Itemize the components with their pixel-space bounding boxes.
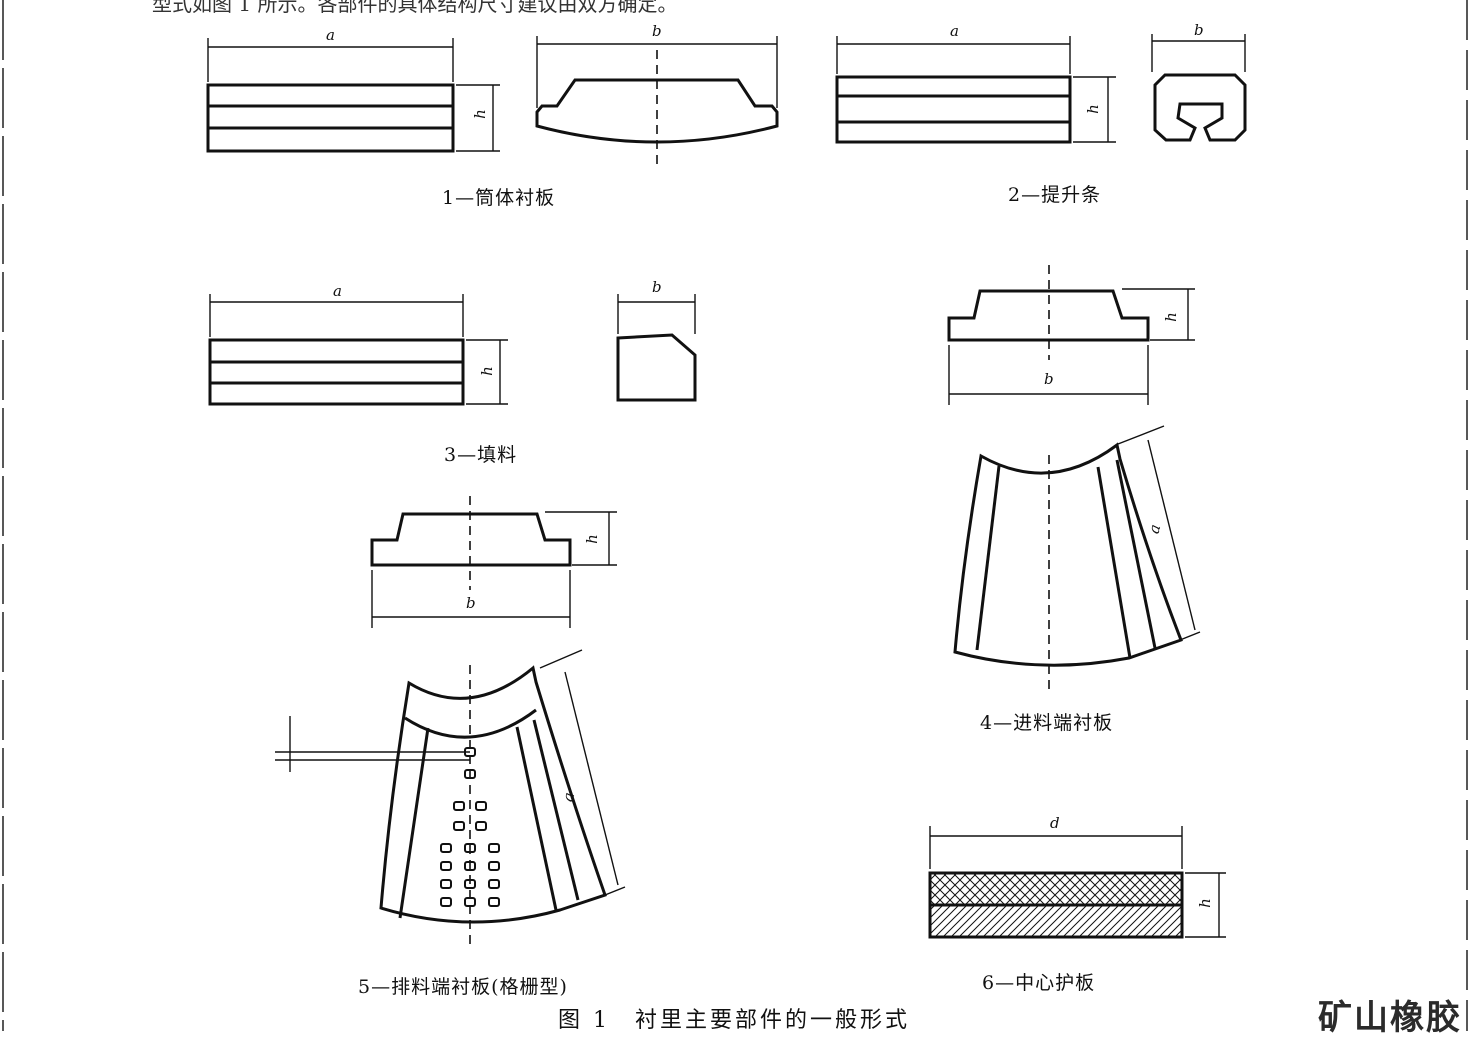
dim-h-part5: h (582, 534, 601, 544)
label-part1: 1—筒体衬板 (442, 187, 556, 209)
grate-slot (475, 821, 487, 831)
grate-slot (440, 879, 452, 889)
figure-caption: 图 1 衬里主要部件的一般形式 (558, 1008, 910, 1033)
label-part2: 2—提升条 (1008, 184, 1102, 206)
grate-slot (464, 897, 476, 907)
center-guard-plate (928, 826, 1226, 939)
feed-end-liner-section (947, 265, 1195, 405)
grate-slot (453, 821, 465, 831)
top-text-fragment: 型式如图 1 所示。各部件的具体结构尺寸建议由双方确定。 (152, 0, 678, 16)
dim-a-part2: a (950, 22, 959, 40)
lifter-bar-side-view (835, 36, 1116, 144)
label-part6: 6—中心护板 (982, 972, 1096, 994)
grate-slot (464, 843, 476, 853)
dim-b-part2: b (1194, 21, 1204, 39)
grate-liner-section (370, 496, 617, 628)
grate-slot (488, 879, 500, 889)
dim-h-part2: h (1083, 104, 1102, 114)
grate-slot (440, 861, 452, 871)
dim-b-part1: b (652, 22, 662, 40)
dim-a-part3: a (333, 282, 342, 300)
grate-slot (440, 897, 452, 907)
grate-liner-plan (275, 649, 626, 950)
grate-slot (453, 801, 465, 811)
filler-side-view (208, 294, 508, 406)
dim-h-part1: h (470, 109, 489, 119)
shell-liner-side-view (206, 38, 500, 153)
watermark-logo: 矿山橡胶 (1318, 998, 1462, 1038)
dim-h-part4: h (1161, 312, 1180, 322)
grate-slot (464, 747, 476, 757)
label-part3: 3—填料 (444, 444, 518, 466)
shell-liner-section-view (535, 36, 779, 165)
dim-h-part6: h (1195, 898, 1214, 908)
grate-slot (488, 843, 500, 853)
dim-a-part1: a (326, 26, 335, 44)
dim-b-part5: b (466, 594, 476, 612)
dim-d-part6: d (1050, 814, 1060, 832)
lifter-bar-section-view (1151, 34, 1247, 142)
dim-b-part3: b (652, 278, 662, 296)
grate-slot (440, 843, 452, 853)
grate-slot (488, 897, 500, 907)
grate-slot (475, 801, 487, 811)
dim-b-part4: b (1044, 370, 1054, 388)
grate-slot (464, 879, 476, 889)
dim-h-part3: h (477, 366, 496, 376)
feed-end-liner-plan (953, 425, 1201, 692)
grate-slot (464, 861, 476, 871)
grate-slot (488, 861, 500, 871)
grate-slot (464, 769, 476, 779)
label-part5: 5—排料端衬板(格栅型) (358, 976, 568, 998)
filler-section-view (616, 294, 697, 402)
label-part4: 4—进料端衬板 (980, 712, 1114, 734)
